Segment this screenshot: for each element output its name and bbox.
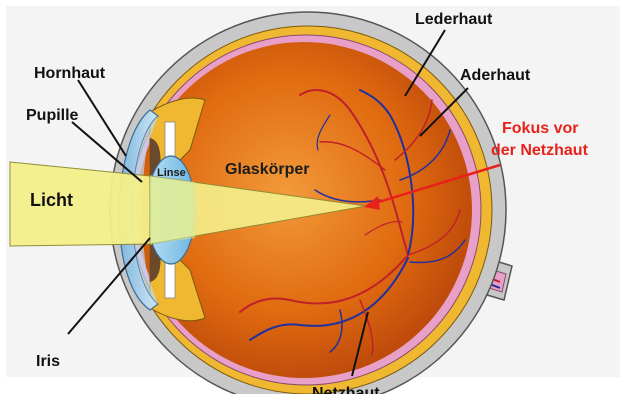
label-pupille: Pupille [26, 107, 79, 124]
label-linse: Linse [157, 167, 186, 179]
label-hornhaut: Hornhaut [34, 65, 106, 82]
label-netzhaut: Netzhaut [312, 385, 380, 394]
label-fokus-line1: Fokus vor [502, 120, 578, 137]
label-glaskoerper: Glaskörper [225, 161, 309, 178]
label-licht: Licht [30, 190, 73, 210]
label-lederhaut: Lederhaut [415, 11, 493, 28]
label-fokus-line2: der Netzhaut [491, 142, 589, 159]
label-aderhaut: Aderhaut [460, 67, 531, 84]
label-iris: Iris [36, 353, 60, 370]
